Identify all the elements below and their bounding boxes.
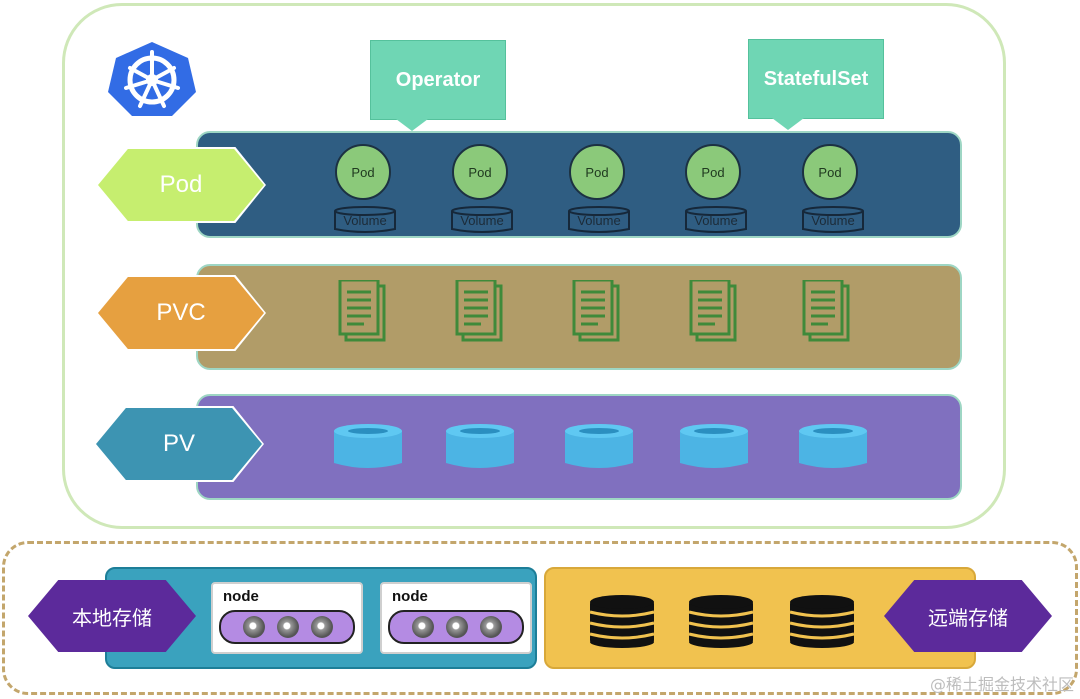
- watermark: @稀土掘金技术社区: [929, 675, 1074, 694]
- disk-icon: [446, 616, 468, 638]
- operator-callout-tail: [396, 119, 428, 131]
- cylinder-icon: [334, 424, 402, 468]
- disk-icon: [412, 616, 434, 638]
- document-icon: [455, 280, 503, 342]
- pod-layer-label: Pod: [98, 149, 264, 221]
- volume-cylinder-icon: [451, 206, 513, 233]
- pv-layer-label: PV: [96, 408, 262, 480]
- pod-circle: Pod: [452, 144, 508, 200]
- kubernetes-logo-icon: [106, 40, 198, 118]
- node-label: node: [392, 588, 428, 605]
- document-icon: [572, 280, 620, 342]
- local-storage-label: 本地存储: [28, 580, 196, 652]
- volume-cylinder-icon: [334, 206, 396, 233]
- statefulset-label: StatefulSet: [763, 67, 869, 90]
- volume-label: Volume: [343, 213, 387, 228]
- kubernetes-cluster-frame: [62, 3, 1006, 529]
- operator-callout: Operator: [370, 40, 506, 120]
- statefulset-callout: StatefulSet: [748, 39, 884, 119]
- document-icon: [689, 280, 737, 342]
- volume-cylinder-icon: [568, 206, 630, 233]
- document-icon: [338, 280, 386, 342]
- node-disk-pill: [219, 610, 355, 644]
- volume-label: Volume: [694, 213, 738, 228]
- disk-icon: [243, 616, 265, 638]
- operator-label: Operator: [395, 68, 481, 91]
- disk-icon: [311, 616, 333, 638]
- pod-item: Pod: [802, 144, 858, 200]
- pod-item: Pod: [569, 144, 625, 200]
- pod-circle: Pod: [685, 144, 741, 200]
- node-label: node: [223, 588, 259, 605]
- pod-label: Pod: [351, 164, 375, 180]
- pvc-layer-text: PVC: [156, 299, 206, 326]
- pod-label: Pod: [585, 164, 609, 180]
- pod-volumes-row: [334, 206, 864, 233]
- volume-cylinder-icon: [685, 206, 747, 233]
- database-stack-icon: [788, 594, 856, 648]
- storage-frame: [2, 541, 1078, 695]
- pod-item: Pod: [685, 144, 741, 200]
- cylinder-icon: [446, 424, 514, 468]
- database-stack-icon: [687, 594, 755, 648]
- local-storage-text: 本地存储: [72, 607, 152, 630]
- statefulset-callout-tail: [772, 118, 804, 130]
- pvc-layer-label: PVC: [98, 277, 264, 349]
- pod-circle: Pod: [569, 144, 625, 200]
- remote-storage-text: 远端存储: [928, 607, 1008, 630]
- node-disk-pill: [388, 610, 524, 644]
- pod-item: Pod: [335, 144, 391, 200]
- pvc-documents-row: [338, 280, 850, 342]
- pod-layer-text: Pod: [159, 171, 203, 198]
- pod-circle: Pod: [802, 144, 858, 200]
- pod-label: Pod: [701, 164, 725, 180]
- cylinder-icon: [680, 424, 748, 468]
- pv-cylinders-row: [334, 424, 867, 468]
- cylinder-icon: [799, 424, 867, 468]
- pod-label: Pod: [468, 164, 492, 180]
- disk-icon: [277, 616, 299, 638]
- pv-layer-text: PV: [162, 430, 195, 457]
- pod-item: Pod: [452, 144, 508, 200]
- disk-icon: [480, 616, 502, 638]
- remote-databases-row: [588, 594, 856, 648]
- remote-storage-label: 远端存储: [884, 580, 1052, 652]
- volume-label: Volume: [460, 213, 504, 228]
- volume-label: Volume: [811, 213, 855, 228]
- cylinder-icon: [565, 424, 633, 468]
- pod-label: Pod: [818, 164, 842, 180]
- node-card: node: [380, 582, 532, 654]
- document-icon: [802, 280, 850, 342]
- node-card: node: [211, 582, 363, 654]
- pod-circle: Pod: [335, 144, 391, 200]
- database-stack-icon: [588, 594, 656, 648]
- volume-label: Volume: [577, 213, 621, 228]
- volume-cylinder-icon: [802, 206, 864, 233]
